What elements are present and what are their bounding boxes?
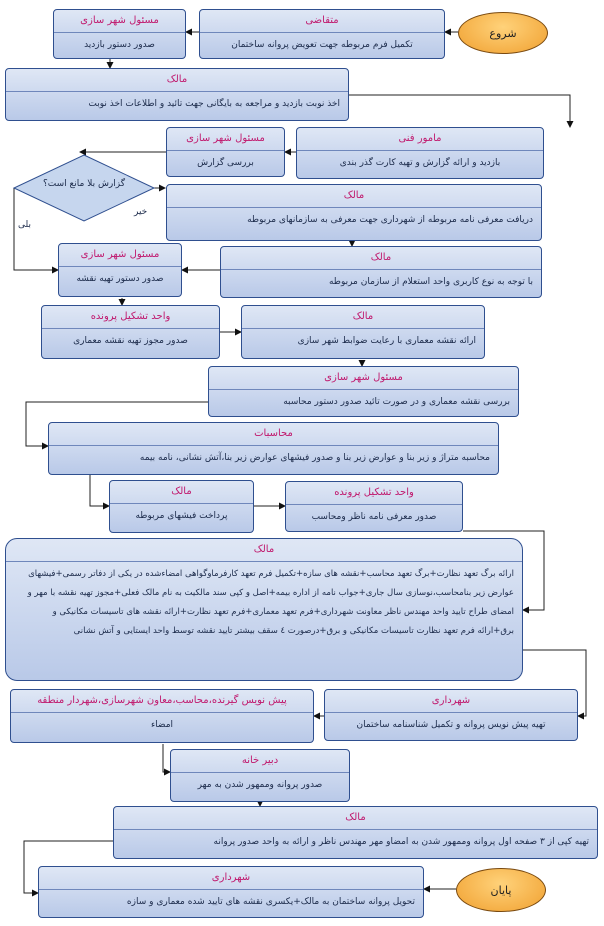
decision-no-label: خیر — [134, 207, 148, 217]
step-body: صدور دستور بازدید — [84, 40, 155, 50]
step-body: بررسی گزارش — [197, 158, 254, 168]
step-body: بررسی نقشه معماری و در صورت تائید صدور د… — [283, 397, 510, 407]
step-urban-map-review: مسئول شهر سازی بررسی نقشه معماری و در صو… — [208, 366, 519, 417]
step-municipality-draft: شهرداری تهیه پیش نویس پروانه و تکمیل شنا… — [324, 689, 578, 741]
step-applicant: متقاضی تکمیل فرم مربوطه جهت تعویض پروانه… — [199, 9, 445, 59]
step-title: مالک — [110, 481, 253, 504]
step-title: شهرداری — [325, 690, 577, 713]
step-urban-report-review: مسئول شهر سازی بررسی گزارش — [166, 127, 285, 177]
step-owner-inquiry: مالک با توجه به نوع کاربری واحد استعلام … — [220, 246, 542, 298]
step-owner-copies: مالک تهیه کپی از ۳ صفحه اول پروانه وممهو… — [113, 806, 598, 859]
step-title: محاسبات — [49, 423, 498, 446]
step-owner-appointment: مالک اخذ نوبت بازدید و مراجعه به بایگانی… — [5, 68, 349, 121]
step-title: مسئول شهر سازی — [209, 367, 518, 390]
step-technical-officer: مامور فنی بازدید و ارائه گزارش و تهیه کا… — [296, 127, 544, 179]
step-body: امضاء — [150, 720, 174, 730]
step-title: مالک — [167, 185, 541, 208]
step-title: شهرداری — [39, 867, 423, 890]
start-label: شروع — [489, 26, 517, 40]
step-title: مسئول شهر سازی — [54, 10, 185, 33]
step-body: صدور پروانه وممهور شدن به مهر — [197, 780, 323, 790]
step-file-unit-supervisor-letter: واحد تشکیل پرونده صدور معرفی نامه ناظر و… — [285, 481, 463, 532]
step-body: اخذ نوبت بازدید و مراجعه به بایگانی جهت … — [88, 99, 340, 109]
end-label: پایان — [490, 883, 512, 897]
step-body: صدور معرفی نامه ناظر ومحاسب — [311, 512, 437, 522]
decision-question: گزارش بلا مانع است؟ — [42, 179, 126, 189]
step-urban-inspection-order: مسئول شهر سازی صدور دستور بازدید — [53, 9, 186, 59]
step-body: تهیه کپی از ۳ صفحه اول پروانه وممهور شدن… — [213, 837, 589, 847]
step-body: دریافت معرفی نامه مربوطه از شهرداری جهت … — [247, 215, 533, 225]
step-body: ارائه برگ تعهد نظارت+برگ تعهد محاسب+نقشه… — [27, 569, 514, 636]
step-title: مسئول شهر سازی — [59, 244, 181, 267]
step-title: واحد تشکیل پرونده — [286, 482, 462, 505]
step-body: ارائه نقشه معماری با رعایت ضوابط شهر ساز… — [297, 336, 476, 346]
step-title: مامور فنی — [297, 128, 543, 151]
step-body: صدور مجوز تهیه نقشه معماری — [73, 336, 188, 346]
step-signatures: پیش نویس گیرنده،محاسب،معاون شهرسازی،شهرد… — [10, 689, 314, 743]
step-file-unit-permit: واحد تشکیل پرونده صدور مجوز تهیه نقشه مع… — [41, 305, 220, 359]
step-owner-payment: مالک پرداخت فیشهای مربوطه — [109, 480, 254, 533]
step-body: تحویل پروانه ساختمان به مالک+یکسری نقشه … — [126, 897, 415, 907]
step-title: مالک — [6, 539, 522, 562]
step-body: با توجه به نوع کاربری واحد استعلام از سا… — [328, 277, 533, 287]
step-owner-documents: مالک ارائه برگ تعهد نظارت+برگ تعهد محاسب… — [5, 538, 523, 681]
end-terminal: پایان — [456, 868, 546, 912]
step-title: دبیر خانه — [171, 750, 349, 773]
step-title: مسئول شهر سازی — [167, 128, 284, 151]
decision-diamond — [12, 154, 156, 222]
step-municipality-delivery: شهرداری تحویل پروانه ساختمان به مالک+یکس… — [38, 866, 424, 918]
step-body: تهیه پیش نویس پروانه و تکمیل شناسنامه سا… — [356, 720, 546, 730]
step-title: متقاضی — [200, 10, 444, 33]
step-body: محاسبه متراژ و زیر بنا و عوارض زیر بنا و… — [139, 453, 490, 463]
step-body: بازدید و ارائه گزارش و تهیه کارت گذر بند… — [339, 158, 501, 168]
step-body: پرداخت فیشهای مربوطه — [135, 511, 228, 521]
step-body: تکمیل فرم مربوطه جهت تعویض پروانه ساختما… — [231, 40, 413, 50]
step-urban-map-order: مسئول شهر سازی صدور دستور تهیه نقشه — [58, 243, 182, 297]
step-title: مالک — [221, 247, 541, 270]
step-title: واحد تشکیل پرونده — [42, 306, 219, 329]
step-title: پیش نویس گیرنده،محاسب،معاون شهرسازی،شهرد… — [11, 690, 313, 713]
step-secretariat: دبیر خانه صدور پروانه وممهور شدن به مهر — [170, 749, 350, 802]
step-title: مالک — [6, 69, 348, 92]
step-owner-introduction-letter: مالک دریافت معرفی نامه مربوطه از شهرداری… — [166, 184, 542, 241]
step-calculations: محاسبات محاسبه متراژ و زیر بنا و عوارض ز… — [48, 422, 499, 475]
step-owner-architectural-map: مالک ارائه نقشه معماری با رعایت ضوابط شه… — [241, 305, 485, 359]
decision-yes-label: بلی — [18, 220, 31, 230]
step-body: صدور دستور تهیه نقشه — [76, 274, 164, 284]
step-title: مالک — [242, 306, 484, 329]
step-title: مالک — [114, 807, 597, 830]
start-terminal: شروع — [458, 12, 548, 54]
